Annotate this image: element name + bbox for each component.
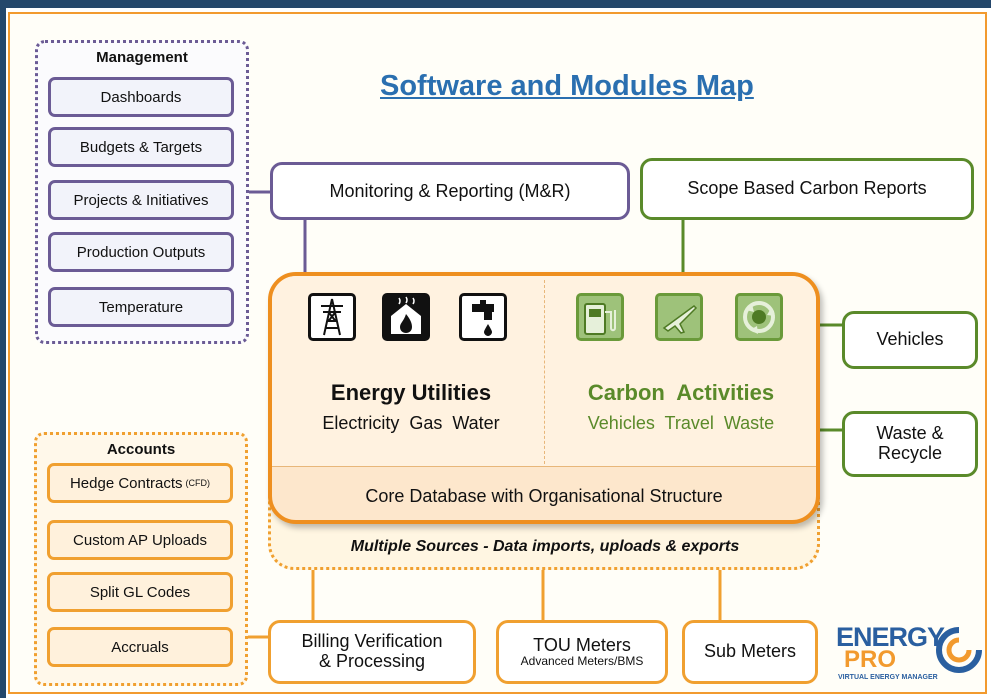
module-dashboards[interactable]: Dashboards	[48, 77, 234, 117]
module-temperature[interactable]: Temperature	[48, 287, 234, 327]
logo-pro-text: PRO	[844, 646, 897, 673]
tou-meters-subtitle: Advanced Meters/BMS	[520, 654, 644, 669]
module-production-outputs[interactable]: Production Outputs	[48, 232, 234, 272]
module-projects-initiatives[interactable]: Projects & Initiatives	[48, 180, 234, 220]
module-accruals[interactable]: Accruals	[47, 627, 233, 667]
core-database-label: Core Database with Organisational Struct…	[365, 485, 723, 506]
left-banner-bar	[0, 0, 6, 698]
water-tap-icon	[459, 293, 507, 341]
billing-line2: & Processing	[318, 651, 426, 671]
energy-utilities-items: Electricity Gas Water	[322, 413, 500, 433]
accounts-heading: Accounts	[106, 441, 176, 458]
core-block: Core Database with Organisational Struct…	[268, 272, 820, 524]
logo-energy-text: ENERGY	[836, 622, 945, 652]
carbon-activities-title: Carbon Activities	[587, 380, 775, 405]
billing-line1: Billing Verification	[301, 631, 443, 652]
core-divider	[544, 280, 545, 464]
custom-ap-uploads-label: Custom AP Uploads	[73, 531, 207, 549]
billing-verification-box[interactable]: Billing Verification & Processing	[268, 620, 476, 684]
hedge-contracts-note: (CFD)	[185, 478, 211, 488]
logo-tagline: VIRTUAL ENERGY MANAGER	[838, 674, 938, 681]
waste-recycle-box[interactable]: Waste & Recycle	[842, 411, 978, 477]
carbon-activities-items: Vehicles Travel Waste	[587, 413, 775, 433]
multiple-sources-label: Multiple Sources - Data imports, uploads…	[350, 538, 740, 555]
module-split-gl-codes[interactable]: Split GL Codes	[47, 572, 233, 612]
waste-recycle-line2: Recycle	[877, 443, 943, 463]
scope-carbon-reports-box[interactable]: Scope Based Carbon Reports	[640, 158, 974, 220]
tou-meters-title: TOU Meters	[533, 634, 631, 655]
accruals-label: Accruals	[111, 638, 169, 656]
monitoring-reporting-box[interactable]: Monitoring & Reporting (M&R)	[270, 162, 630, 220]
split-gl-codes-label: Split GL Codes	[89, 583, 191, 601]
module-custom-ap-uploads[interactable]: Custom AP Uploads	[47, 520, 233, 560]
module-hedge-contracts[interactable]: Hedge Contracts(CFD)	[47, 463, 233, 503]
recycle-icon	[735, 293, 783, 341]
gas-flame-house-icon	[382, 293, 430, 341]
energy-pro-logo: ENERGY PRO VIRTUAL ENERGY MANAGER	[836, 622, 986, 688]
logo-swoosh-icon	[936, 627, 982, 673]
waste-recycle-line1: Waste &	[876, 423, 944, 444]
energy-utilities-title: Energy Utilities	[330, 380, 492, 405]
management-heading: Management	[96, 49, 188, 66]
page-title: Software and Modules Map	[380, 70, 754, 102]
sub-meters-box[interactable]: Sub Meters	[682, 620, 818, 684]
core-separator	[272, 466, 816, 467]
module-budgets-targets[interactable]: Budgets & Targets	[48, 127, 234, 167]
top-banner-bar	[0, 0, 991, 8]
tou-meters-box[interactable]: TOU Meters Advanced Meters/BMS	[496, 620, 668, 684]
hedge-contracts-label: Hedge Contracts	[69, 474, 183, 492]
electricity-pylon-icon	[308, 293, 356, 341]
fuel-pump-icon	[576, 293, 624, 341]
vehicles-box[interactable]: Vehicles	[842, 311, 978, 369]
airplane-icon	[655, 293, 703, 341]
